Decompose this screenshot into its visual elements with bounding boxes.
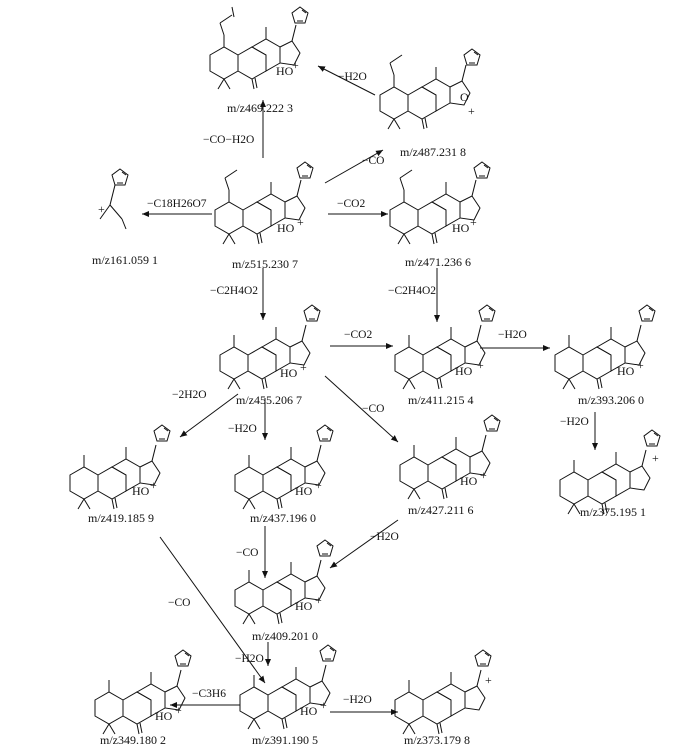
svg-text:HO: HO bbox=[132, 484, 150, 498]
mz-label-471: m/z471.236 6 bbox=[405, 255, 471, 269]
structure-m419: HO + bbox=[69, 424, 171, 510]
loss-487-469: −H2O bbox=[338, 71, 367, 83]
svg-text:+: + bbox=[320, 698, 327, 712]
loss-455-437: −H2O bbox=[228, 423, 257, 435]
loss-427-409: −H2O bbox=[370, 531, 399, 543]
svg-text:+: + bbox=[477, 358, 484, 372]
arrow-455-419 bbox=[179, 393, 239, 438]
structure-m393: HO + bbox=[554, 304, 656, 390]
svg-text:HO: HO bbox=[276, 64, 294, 78]
loss-437-409: −CO bbox=[236, 547, 258, 559]
mz-label-455: m/z455.206 7 bbox=[236, 393, 302, 407]
arrow-419-391 bbox=[159, 536, 266, 684]
svg-text:+: + bbox=[480, 468, 487, 482]
loss-515-487: −CO bbox=[362, 155, 384, 167]
loss-419-391: −CO bbox=[168, 597, 190, 609]
mz-label-391: m/z391.190 5 bbox=[252, 733, 318, 747]
structure-m411: HO + bbox=[394, 304, 496, 390]
structure-m437: HO + bbox=[234, 424, 334, 510]
loss-515-161: −C18H26O7 bbox=[147, 198, 207, 210]
svg-text:+: + bbox=[652, 451, 659, 465]
svg-text:+: + bbox=[292, 58, 299, 72]
mz-label-393: m/z393.206 0 bbox=[578, 393, 644, 407]
loss-393-375: −H2O bbox=[560, 416, 589, 428]
svg-text:HO: HO bbox=[280, 366, 298, 380]
svg-text:+: + bbox=[175, 703, 182, 717]
svg-text:HO: HO bbox=[300, 704, 318, 718]
structure-m515: HO + bbox=[214, 161, 314, 245]
mz-label-515: m/z515.230 7 bbox=[232, 257, 298, 271]
loss-515-469: −CO−H2O bbox=[203, 134, 254, 146]
svg-text:+: + bbox=[470, 215, 477, 229]
mz-label-427: m/z427.211 6 bbox=[408, 503, 474, 517]
loss-391-373: −H2O bbox=[343, 694, 372, 706]
structure-m373: + bbox=[394, 649, 492, 735]
loss-455-427: −CO bbox=[362, 403, 384, 415]
arrow-427-409 bbox=[329, 519, 399, 569]
mz-label-469: m/z469.222 3 bbox=[227, 101, 293, 115]
loss-455-419: −2H2O bbox=[172, 389, 207, 401]
svg-text:+: + bbox=[300, 360, 307, 374]
svg-text:HO: HO bbox=[295, 484, 313, 498]
loss-409-391: −H2O bbox=[235, 653, 264, 665]
svg-text:+: + bbox=[98, 202, 105, 216]
svg-text:HO: HO bbox=[277, 221, 295, 235]
structure-m409: HO + bbox=[234, 539, 334, 625]
structure-m471: HO + bbox=[389, 161, 491, 245]
mz-label-161: m/z161.059 1 bbox=[92, 253, 158, 267]
svg-text:HO: HO bbox=[617, 364, 635, 378]
svg-text:+: + bbox=[297, 215, 304, 229]
structure-m349: HO + bbox=[94, 649, 192, 735]
svg-text:+: + bbox=[150, 478, 157, 492]
loss-labels: −CO−H2O −H2O −CO −CO2 −C18H26O7 −C2H4O2 … bbox=[147, 71, 589, 706]
arrows bbox=[142, 65, 598, 715]
loss-391-349: −C3H6 bbox=[192, 688, 226, 700]
svg-text:O: O bbox=[460, 90, 469, 104]
loss-515-455: −C2H4O2 bbox=[210, 285, 258, 297]
loss-515-471: −CO2 bbox=[337, 198, 365, 210]
svg-text:+: + bbox=[637, 358, 644, 372]
structure-m161: + bbox=[98, 168, 129, 230]
svg-text:HO: HO bbox=[455, 364, 473, 378]
structure-m455: HO + bbox=[219, 304, 321, 390]
mz-label-437: m/z437.196 0 bbox=[250, 511, 316, 525]
loss-471-411: −C2H4O2 bbox=[388, 285, 436, 297]
loss-455-411: −CO2 bbox=[344, 329, 372, 341]
mz-label-411: m/z411.215 4 bbox=[408, 393, 474, 407]
svg-text:+: + bbox=[468, 104, 475, 118]
mz-label-373: m/z373.179 8 bbox=[404, 733, 470, 747]
arrow-487-469 bbox=[317, 65, 376, 96]
svg-text:HO: HO bbox=[155, 709, 173, 723]
svg-text:HO: HO bbox=[452, 221, 470, 235]
svg-text:HO: HO bbox=[460, 474, 478, 488]
mz-label-375: m/z375.195 1 bbox=[580, 505, 646, 519]
svg-text:+: + bbox=[315, 593, 322, 607]
structure-m469: HO + bbox=[209, 6, 309, 90]
structure-m375: + bbox=[559, 429, 661, 515]
svg-text:HO: HO bbox=[295, 599, 313, 613]
mz-label-349: m/z349.180 2 bbox=[100, 733, 166, 747]
mz-label-419: m/z419.185 9 bbox=[88, 511, 154, 525]
svg-text:+: + bbox=[485, 673, 492, 687]
structure-m391: HO + bbox=[239, 644, 337, 730]
mz-labels: m/z515.230 7 m/z469.222 3 m/z487.231 8 m… bbox=[88, 101, 646, 747]
arrow-455-427 bbox=[324, 375, 399, 443]
structure-m427: HO + bbox=[399, 414, 501, 500]
structure-m487: O + bbox=[379, 48, 481, 130]
arrow-515-487 bbox=[324, 149, 384, 184]
mz-label-487: m/z487.231 8 bbox=[400, 145, 466, 159]
svg-text:+: + bbox=[315, 478, 322, 492]
loss-411-393: −H2O bbox=[498, 329, 527, 341]
mz-label-409: m/z409.201 0 bbox=[252, 629, 318, 643]
